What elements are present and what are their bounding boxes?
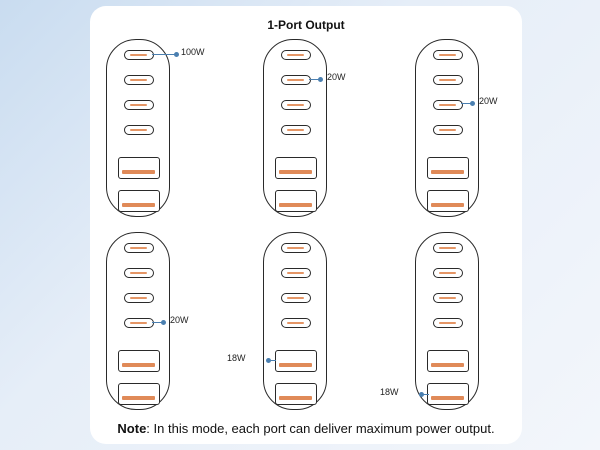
- charger-2: [263, 39, 327, 217]
- usb-c-port-2: [124, 268, 154, 278]
- callout-label: 18W: [380, 387, 399, 397]
- usb-c-port-4: [281, 318, 311, 328]
- usb-c-port-3: [433, 100, 463, 110]
- callout-label: 18W: [227, 353, 246, 363]
- usb-a-port-1: [427, 350, 469, 372]
- usb-c-port-2: [433, 75, 463, 85]
- usb-c-port-3: [281, 293, 311, 303]
- charger-1: [106, 39, 170, 217]
- usb-c-port-2: [124, 75, 154, 85]
- usb-c-port-1: [124, 50, 154, 60]
- usb-c-port-1: [433, 243, 463, 253]
- usb-c-port-3: [433, 293, 463, 303]
- note-body: : In this mode, each port can deliver ma…: [146, 421, 495, 436]
- charger-5: [263, 232, 327, 410]
- usb-a-port-2: [275, 190, 317, 212]
- usb-c-port-3: [281, 100, 311, 110]
- usb-a-port-2: [275, 383, 317, 405]
- usb-c-port-1: [281, 243, 311, 253]
- usb-c-port-4: [433, 318, 463, 328]
- usb-c-port-4: [433, 125, 463, 135]
- usb-c-port-2: [433, 268, 463, 278]
- usb-a-port-1: [118, 350, 160, 372]
- usb-c-port-3: [124, 100, 154, 110]
- usb-c-port-4: [124, 125, 154, 135]
- usb-a-port-1: [427, 157, 469, 179]
- callout-label: 20W: [327, 72, 346, 82]
- note-text: Note: In this mode, each port can delive…: [90, 421, 522, 436]
- usb-a-port-1: [275, 157, 317, 179]
- usb-c-port-3: [124, 293, 154, 303]
- note-label: Note: [117, 421, 147, 436]
- usb-a-port-2: [427, 383, 469, 405]
- callout-label: 20W: [170, 315, 189, 325]
- usb-a-port-1: [275, 350, 317, 372]
- usb-c-port-4: [124, 318, 154, 328]
- usb-c-port-1: [433, 50, 463, 60]
- info-card: 1-Port Output 100W 20W: [90, 6, 522, 444]
- usb-c-port-1: [124, 243, 154, 253]
- callout-label: 100W: [181, 47, 205, 57]
- usb-a-port-1: [118, 157, 160, 179]
- usb-c-port-1: [281, 50, 311, 60]
- usb-a-port-2: [427, 190, 469, 212]
- charger-4: [106, 232, 170, 410]
- usb-c-port-2: [281, 75, 311, 85]
- usb-c-port-2: [281, 268, 311, 278]
- callout-label: 20W: [479, 96, 498, 106]
- usb-a-port-2: [118, 383, 160, 405]
- diagram-title: 1-Port Output: [267, 18, 345, 32]
- charger-3: [415, 39, 479, 217]
- usb-a-port-2: [118, 190, 160, 212]
- charger-6: [415, 232, 479, 410]
- usb-c-port-4: [281, 125, 311, 135]
